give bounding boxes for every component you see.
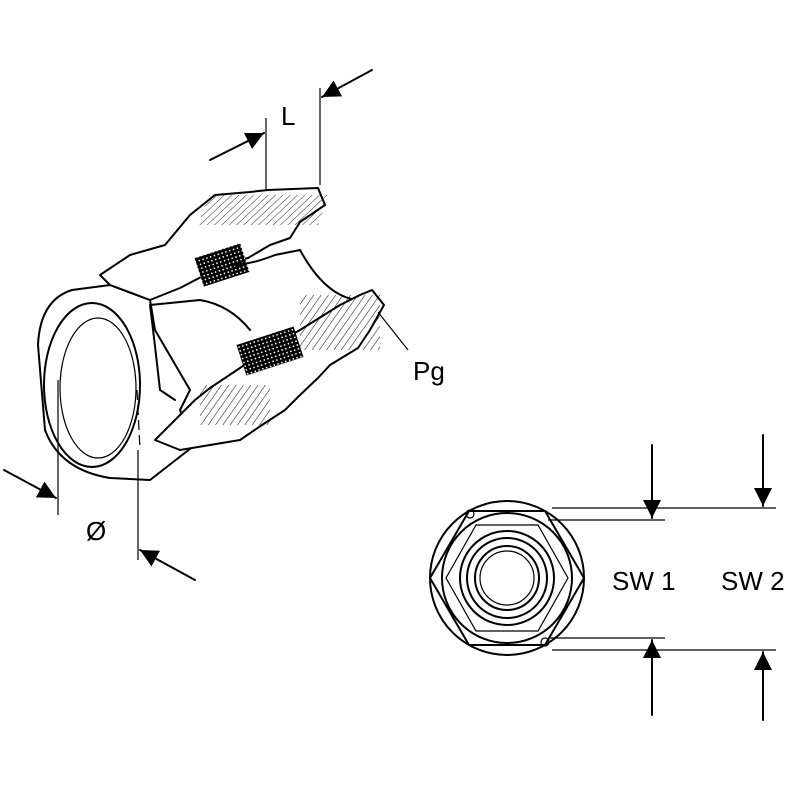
center-axis [136, 389, 141, 451]
upper-bore [229, 249, 371, 302]
outer-circle [429, 500, 585, 656]
upper-seal-knurl [194, 243, 250, 287]
thread-label: Pg [413, 356, 445, 386]
inner-hex [445, 524, 569, 632]
length-label: L [281, 101, 295, 131]
front-opening-inner [59, 317, 137, 459]
diameter-arrow-left [3, 469, 57, 499]
length-arrow-right [321, 69, 373, 98]
thread-leader: Pg [377, 311, 445, 386]
diameter-label: Ø [86, 516, 106, 546]
bore-circle-4 [479, 550, 535, 606]
diameter-arrow-right [139, 549, 196, 581]
gland-front-view [429, 500, 585, 656]
inner-sleeve [149, 299, 251, 401]
hex-body-front [37, 284, 196, 481]
bore-circle-1 [459, 530, 555, 626]
front-opening [43, 302, 141, 468]
lower-thread-hatch-2 [200, 385, 270, 425]
thread-leader-line [377, 311, 409, 351]
outer-hex [429, 510, 585, 646]
bore-circle-3 [474, 545, 540, 611]
mark-top [465, 509, 475, 519]
lower-thread-hatch [300, 295, 380, 350]
length-dimension: L [209, 69, 373, 190]
diameter-dimension: Ø [3, 380, 196, 581]
sw1-label: SW 1 [612, 566, 676, 596]
lower-seal-knurl [236, 326, 304, 376]
gland-cutaway-view [37, 187, 385, 481]
hex-inner-circle [441, 512, 573, 644]
upper-thread-hatch [198, 195, 330, 225]
length-arrow-left [209, 132, 265, 161]
bore-circle-2 [466, 537, 548, 619]
mark-bottom [540, 637, 550, 647]
wrench-dimensions: SW 1 SW 2 [548, 434, 785, 721]
sw2-label: SW 2 [721, 566, 785, 596]
